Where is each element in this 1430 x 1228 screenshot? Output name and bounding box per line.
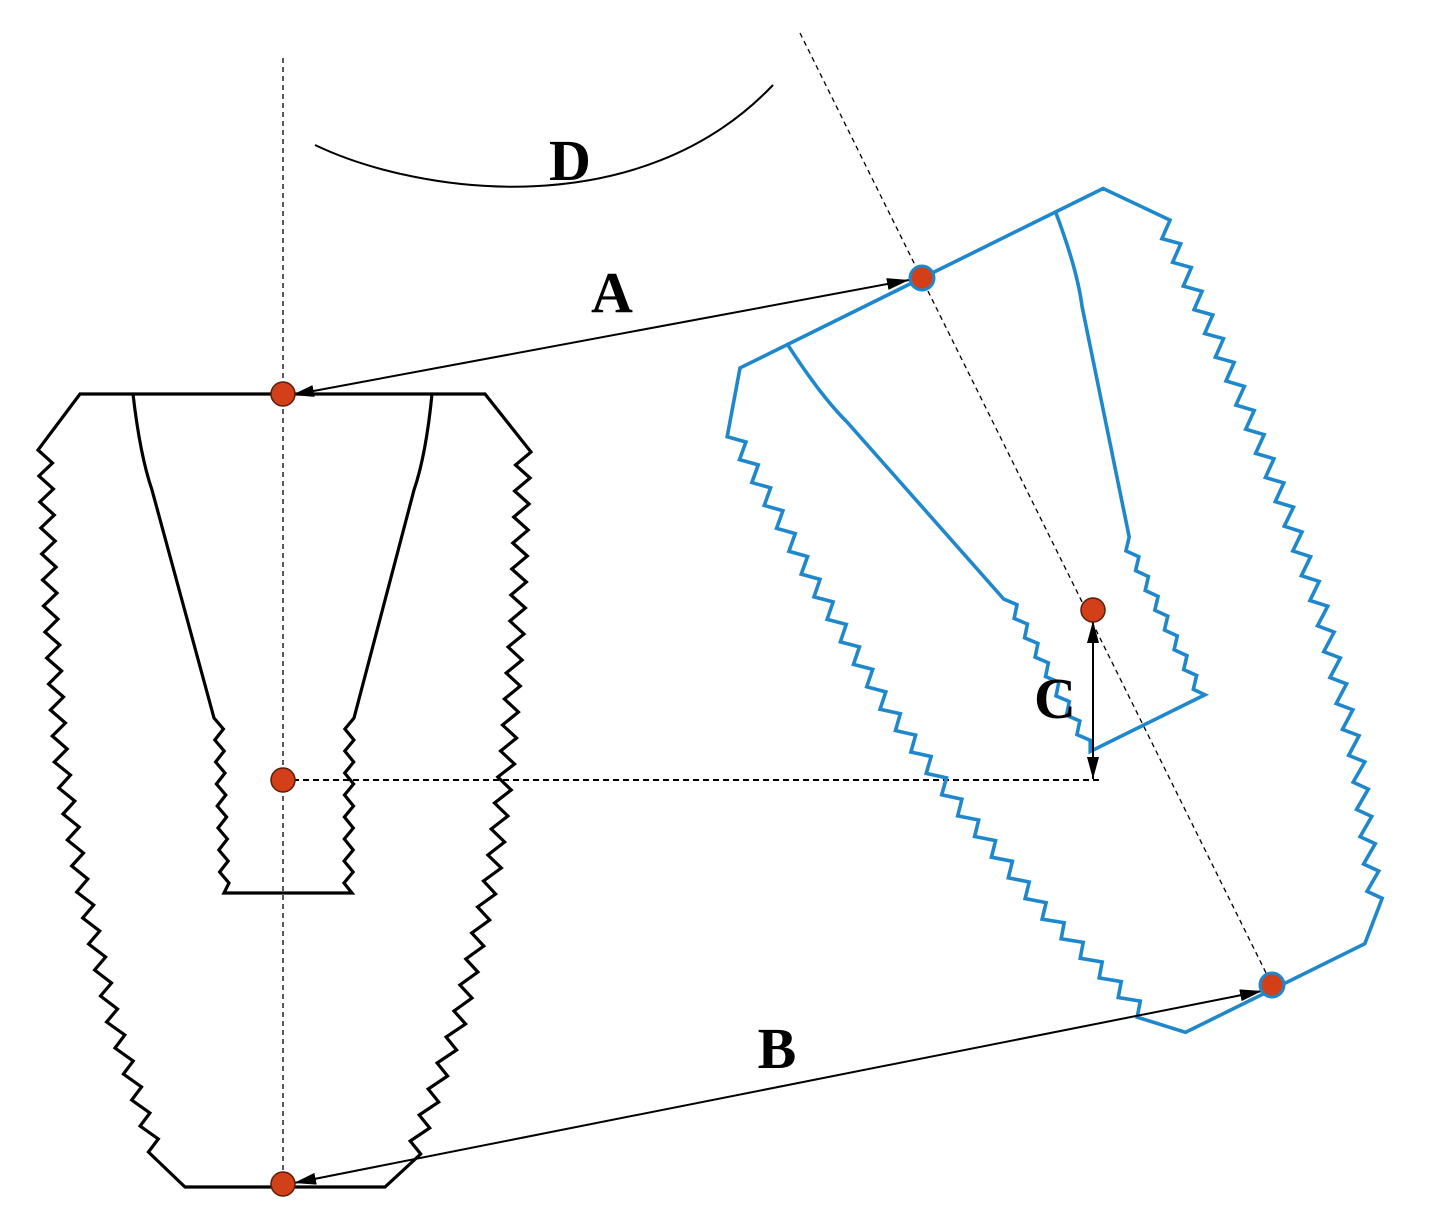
distance-arrow-a xyxy=(291,278,910,397)
placed-implant-socket xyxy=(785,210,1210,755)
label-d: D xyxy=(549,128,591,193)
angle-arc xyxy=(314,84,774,188)
planned-implant-outline xyxy=(35,392,534,1189)
label-c: C xyxy=(1034,666,1076,731)
planned-entry-point xyxy=(270,381,296,407)
placed-entry-point xyxy=(908,264,936,292)
distance-arrow-b xyxy=(293,989,1263,1185)
planned-implant xyxy=(35,392,534,1189)
label-a: A xyxy=(591,260,633,325)
placed-axis-line xyxy=(799,32,1273,986)
planned-implant-socket xyxy=(131,392,434,895)
placed-implant-outline xyxy=(725,186,1385,1035)
placed-implant xyxy=(725,186,1385,1035)
planned-apex-point xyxy=(270,1171,296,1197)
placed-socket-point xyxy=(1080,597,1106,623)
planned-socket-point xyxy=(270,767,296,793)
label-b: B xyxy=(758,1016,797,1081)
placed-apex-point xyxy=(1258,971,1286,999)
